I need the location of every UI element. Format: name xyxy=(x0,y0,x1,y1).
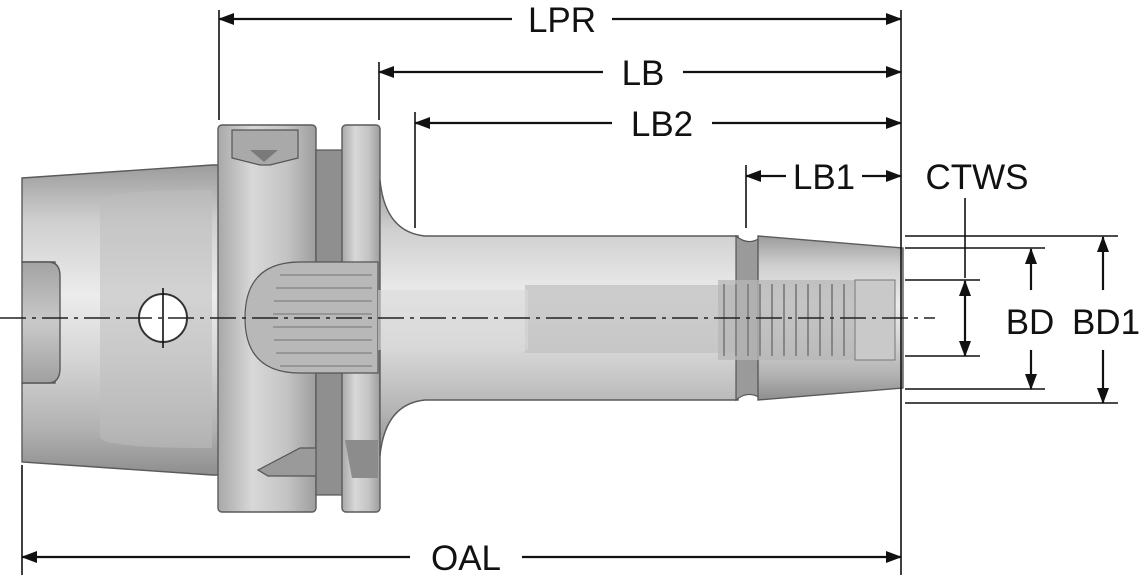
nose-thread xyxy=(718,279,896,361)
label-lb: LB xyxy=(622,54,665,93)
label-lb1: LB1 xyxy=(793,158,855,197)
inner-bore xyxy=(525,285,740,353)
drive-slot xyxy=(21,261,61,384)
dimension-bd: BD xyxy=(959,248,1055,390)
dimension-lpr: LPR xyxy=(218,1,902,40)
label-lpr: LPR xyxy=(528,1,596,40)
label-bd: BD xyxy=(1006,303,1055,342)
label-oal: OAL xyxy=(431,539,501,578)
flange-notch-top xyxy=(231,129,299,166)
rear-thread-lines xyxy=(273,274,372,367)
dimension-lb: LB xyxy=(378,54,902,93)
label-ctws: CTWS xyxy=(925,158,1028,197)
dimension-lb1: LB1 xyxy=(745,158,902,197)
dimension-bd1: BD1 xyxy=(1072,236,1140,404)
dimension-oal: OAL xyxy=(21,539,902,578)
label-bd1: BD1 xyxy=(1072,303,1140,342)
label-lb2: LB2 xyxy=(631,105,693,144)
dimension-lb2: LB2 xyxy=(414,105,902,144)
